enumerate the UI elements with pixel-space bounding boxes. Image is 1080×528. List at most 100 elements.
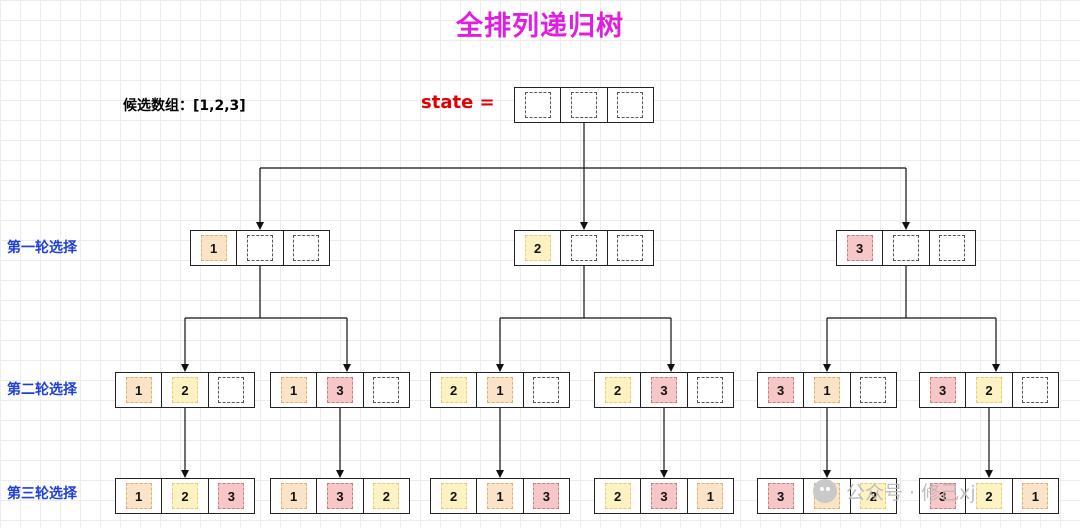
chosen-number: 3	[929, 377, 956, 403]
chosen-number: 2	[440, 483, 467, 509]
chosen-number: 3	[326, 483, 353, 509]
chosen-number: 2	[171, 483, 198, 509]
candidates-label: 候选数组：[1,2,3]	[123, 98, 246, 114]
state-level3-6-cell-1: 3	[920, 479, 965, 513]
row-label-round-1: 第一轮选择	[7, 240, 77, 256]
state-level3-4-cell-2: 3	[640, 479, 686, 513]
watermark: 公众号 · 修己xj	[846, 482, 976, 504]
state-level1-2: 2	[514, 230, 654, 266]
chosen-number: 3	[929, 483, 956, 509]
state-level2-1-cell-3	[207, 373, 254, 407]
empty-slot	[860, 377, 887, 403]
state-level1-3-cell-1: 3	[837, 231, 882, 265]
chosen-number: 1	[280, 377, 307, 403]
state-level1-1-cell-1: 1	[191, 231, 236, 265]
state-root	[514, 87, 654, 123]
empty-slot	[246, 235, 273, 261]
chosen-number: 1	[486, 483, 513, 509]
state-level3-5-cell-1: 3	[758, 479, 803, 513]
state-level2-6-cell-1: 3	[920, 373, 965, 407]
state-level3-4-cell-1: 2	[595, 479, 640, 513]
chosen-number: 2	[440, 377, 467, 403]
chosen-number: 1	[486, 377, 513, 403]
chosen-number: 1	[125, 483, 152, 509]
state-level2-5-cell-1: 3	[758, 373, 803, 407]
state-level2-2-cell-3	[362, 373, 409, 407]
state-level2-3-cell-2: 1	[476, 373, 522, 407]
wechat-icon	[813, 479, 837, 503]
state-level1-1-cell-2	[236, 231, 282, 265]
empty-slot	[617, 92, 644, 118]
chosen-number: 1	[697, 483, 724, 509]
state-level2-2-cell-2: 3	[316, 373, 362, 407]
state-level3-1-cell-2: 2	[161, 479, 207, 513]
state-level1-3: 3	[836, 230, 976, 266]
chosen-number: 2	[975, 483, 1002, 509]
state-level1-2-cell-3	[606, 231, 653, 265]
row-label-round-3: 第三轮选择	[7, 486, 77, 502]
state-level3-2-cell-2: 3	[316, 479, 362, 513]
chosen-number: 2	[524, 235, 551, 261]
chosen-number: 3	[218, 483, 245, 509]
state-level1-2-cell-1: 2	[515, 231, 560, 265]
state-level3-6-cell-2: 2	[965, 479, 1011, 513]
state-level1-2-cell-2	[560, 231, 606, 265]
empty-slot	[570, 92, 597, 118]
state-root-cell-3	[606, 88, 653, 122]
empty-slot	[570, 235, 597, 261]
state-level3-4-cell-3: 1	[686, 479, 733, 513]
chosen-number: 3	[326, 377, 353, 403]
state-level3-3-cell-1: 2	[431, 479, 476, 513]
state-level2-3-cell-3	[522, 373, 569, 407]
empty-slot	[617, 235, 644, 261]
empty-slot	[892, 235, 919, 261]
state-level2-5-cell-3	[849, 373, 896, 407]
state-level1-3-cell-2	[882, 231, 928, 265]
chosen-number: 2	[604, 377, 631, 403]
chosen-number: 2	[604, 483, 631, 509]
state-level2-6-cell-3	[1011, 373, 1058, 407]
chosen-number: 3	[650, 483, 677, 509]
state-level2-6-cell-2: 2	[965, 373, 1011, 407]
chosen-number: 3	[650, 377, 677, 403]
state-level3-1-cell-3: 3	[207, 479, 254, 513]
state-level2-1-cell-1: 1	[116, 373, 161, 407]
page-title: 全排列递归树	[456, 11, 624, 42]
state-level3-6-cell-3: 1	[1011, 479, 1058, 513]
state-level2-3-cell-1: 2	[431, 373, 476, 407]
state-level2-2-cell-1: 1	[271, 373, 316, 407]
state-level1-1: 1	[190, 230, 330, 266]
state-level3-3-cell-2: 1	[476, 479, 522, 513]
state-level2-1-cell-2: 2	[161, 373, 207, 407]
state-level3-2-cell-3: 2	[362, 479, 409, 513]
state-level2-4-cell-2: 3	[640, 373, 686, 407]
state-level2-4-cell-3	[686, 373, 733, 407]
empty-slot	[697, 377, 724, 403]
state-root-cell-1	[515, 88, 560, 122]
empty-slot	[293, 235, 320, 261]
chosen-number: 1	[1022, 483, 1049, 509]
chosen-number: 3	[767, 483, 794, 509]
chosen-number: 3	[533, 483, 560, 509]
row-label-round-2: 第二轮选择	[7, 382, 77, 398]
state-root-cell-2	[560, 88, 606, 122]
chosen-number: 1	[200, 235, 227, 261]
empty-slot	[533, 377, 560, 403]
empty-slot	[1022, 377, 1049, 403]
chosen-number: 1	[125, 377, 152, 403]
chosen-number: 2	[860, 483, 887, 509]
empty-slot	[373, 377, 400, 403]
state-level2-5-cell-2: 1	[803, 373, 849, 407]
